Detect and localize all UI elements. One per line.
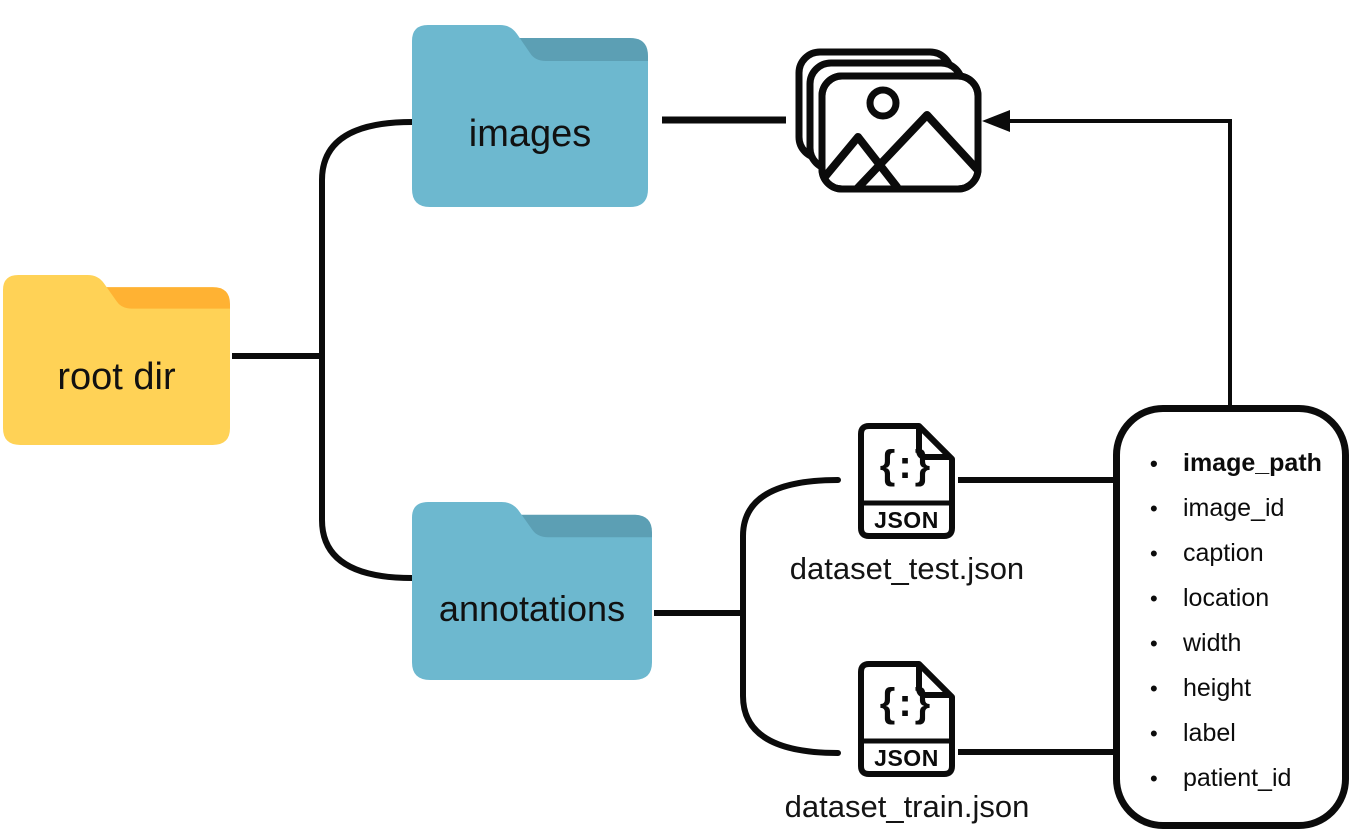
list-item: • label [1150, 711, 1342, 756]
bullet-glyph: • [1150, 540, 1158, 566]
bullet-glyph: • [1150, 450, 1158, 476]
images-folder: images [412, 25, 648, 207]
field-label: label [1183, 719, 1236, 747]
list-item: • patient_id [1150, 756, 1342, 801]
root-dir-folder: root dir [3, 275, 230, 445]
json-file-icon-train: {:} JSON [858, 661, 955, 777]
field-height: height [1183, 674, 1252, 702]
connector-annotations-bracket [740, 477, 841, 756]
bullet-glyph: • [1150, 495, 1158, 521]
list-item: • caption [1150, 531, 1342, 576]
folder-body [412, 25, 648, 207]
images-folder-label: images [468, 112, 592, 155]
dataset-test-filename: dataset_test.json [789, 551, 1025, 586]
field-location: location [1183, 584, 1270, 612]
annotation-fields-box: • image_path • image_id • caption • loca… [1113, 405, 1349, 829]
json-file-icon-test: {:} JSON [858, 423, 955, 539]
photo-stack-icon [795, 48, 982, 193]
connector-root-bracket [319, 119, 415, 581]
annotation-fields-list: • image_path • image_id • caption • loca… [1120, 412, 1342, 801]
bullet-glyph: • [1150, 765, 1158, 791]
list-item: • image_path [1150, 441, 1342, 486]
bullet-glyph: • [1150, 675, 1158, 701]
bullet-glyph: • [1150, 585, 1158, 611]
list-item: • location [1150, 576, 1342, 621]
list-item: • width [1150, 621, 1342, 666]
connector-fields-to-photos [1006, 119, 1232, 406]
json-icon-text: JSON [874, 744, 939, 771]
field-width: width [1183, 629, 1242, 657]
json-braces-glyph: {:} [879, 442, 934, 487]
json-icon-text: JSON [874, 506, 939, 533]
list-item: • height [1150, 666, 1342, 711]
bullet-glyph: • [1150, 630, 1158, 656]
root-dir-label: root dir [57, 355, 176, 398]
bullet-glyph: • [1150, 720, 1158, 746]
folder-body [412, 502, 652, 680]
dataset-train-filename: dataset_train.json [784, 789, 1030, 824]
field-image-id: image_id [1183, 494, 1285, 522]
list-item: • image_id [1150, 486, 1342, 531]
field-image-path: image_path [1183, 449, 1322, 477]
json-braces-glyph: {:} [879, 680, 934, 725]
arrowhead-left-icon [982, 110, 1010, 132]
annotations-folder-label: annotations [438, 587, 626, 629]
field-patient-id: patient_id [1183, 764, 1292, 792]
annotations-folder: annotations [412, 502, 652, 680]
folder-body [3, 275, 230, 445]
field-caption: caption [1183, 539, 1264, 567]
